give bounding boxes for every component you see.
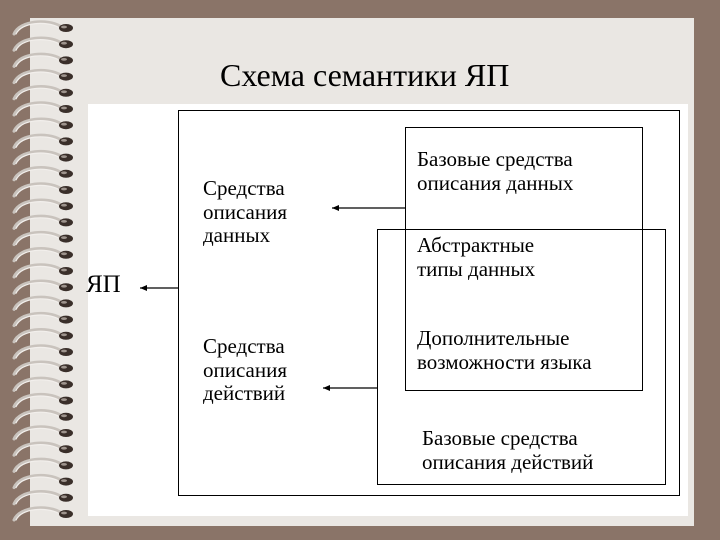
spiral-ring (12, 376, 73, 392)
abstract-types-label: Абстрактные типы данных (417, 233, 536, 281)
spiral-ring (12, 198, 73, 214)
action-means-line-3: действий (203, 381, 286, 406)
spiral-ring (12, 263, 73, 279)
spiral-ring (12, 247, 73, 263)
abstract-types-line-1: Абстрактные (417, 233, 535, 257)
spiral-ring (12, 20, 73, 36)
action-description-box (377, 229, 666, 485)
spiral-ring (12, 506, 73, 522)
spiral-ring (12, 166, 73, 182)
base-data-label: Базовые средства описания данных (417, 147, 574, 195)
spiral-ring (12, 490, 73, 506)
extra-features-line-1: Дополнительные (417, 326, 570, 350)
language-label: ЯП (86, 271, 121, 298)
extra-features-line-2: возможности языка (417, 349, 592, 374)
spiral-ring (12, 182, 73, 198)
action-means-label: Средства описания действий (203, 334, 288, 406)
spiral-ring (12, 457, 73, 473)
spiral-ring (12, 133, 73, 149)
action-means-line-1: Средства (203, 334, 285, 358)
spiral-ring (12, 344, 73, 360)
spiral-ring (12, 149, 73, 166)
spiral-ring (12, 52, 73, 68)
abstract-types-line-2: типы данных (417, 256, 536, 281)
spiral-ring (12, 85, 73, 101)
spiral-ring (12, 230, 73, 247)
spiral-ring (12, 360, 73, 376)
data-description-box (405, 127, 643, 391)
spiral-ring (12, 328, 73, 344)
data-means-line-1: Средства (203, 176, 285, 200)
spiral-ring (12, 101, 73, 117)
data-means-label: Средства описания данных (203, 176, 288, 248)
spiral-ring (12, 392, 73, 409)
white-sheet (88, 104, 688, 516)
spiral-ring (12, 295, 73, 311)
base-data-line-1: Базовые средства (417, 147, 573, 171)
language-frame (178, 110, 680, 496)
spiral-binding-icon (12, 20, 73, 522)
spiral-ring (12, 425, 73, 441)
spiral-ring (12, 117, 73, 133)
base-data-line-2: описания данных (417, 170, 574, 195)
base-actions-line-2: описания действий (422, 449, 594, 474)
spiral-ring (12, 214, 73, 230)
spiral-ring (12, 311, 73, 328)
base-actions-line-1: Базовые средства (422, 426, 578, 450)
action-means-line-2: описания (203, 357, 288, 382)
spiral-ring (12, 68, 73, 85)
base-actions-label: Базовые средства описания действий (422, 426, 594, 474)
diagram-title: Схема семантики ЯП (220, 57, 510, 93)
extra-features-label: Дополнительные возможности языка (417, 326, 592, 374)
spiral-ring (12, 36, 73, 52)
spiral-ring (12, 409, 73, 425)
spiral-ring (12, 473, 73, 490)
data-means-line-3: данных (203, 223, 271, 248)
data-means-line-2: описания (203, 199, 288, 224)
spiral-ring (12, 441, 73, 457)
spiral-ring (12, 279, 73, 295)
